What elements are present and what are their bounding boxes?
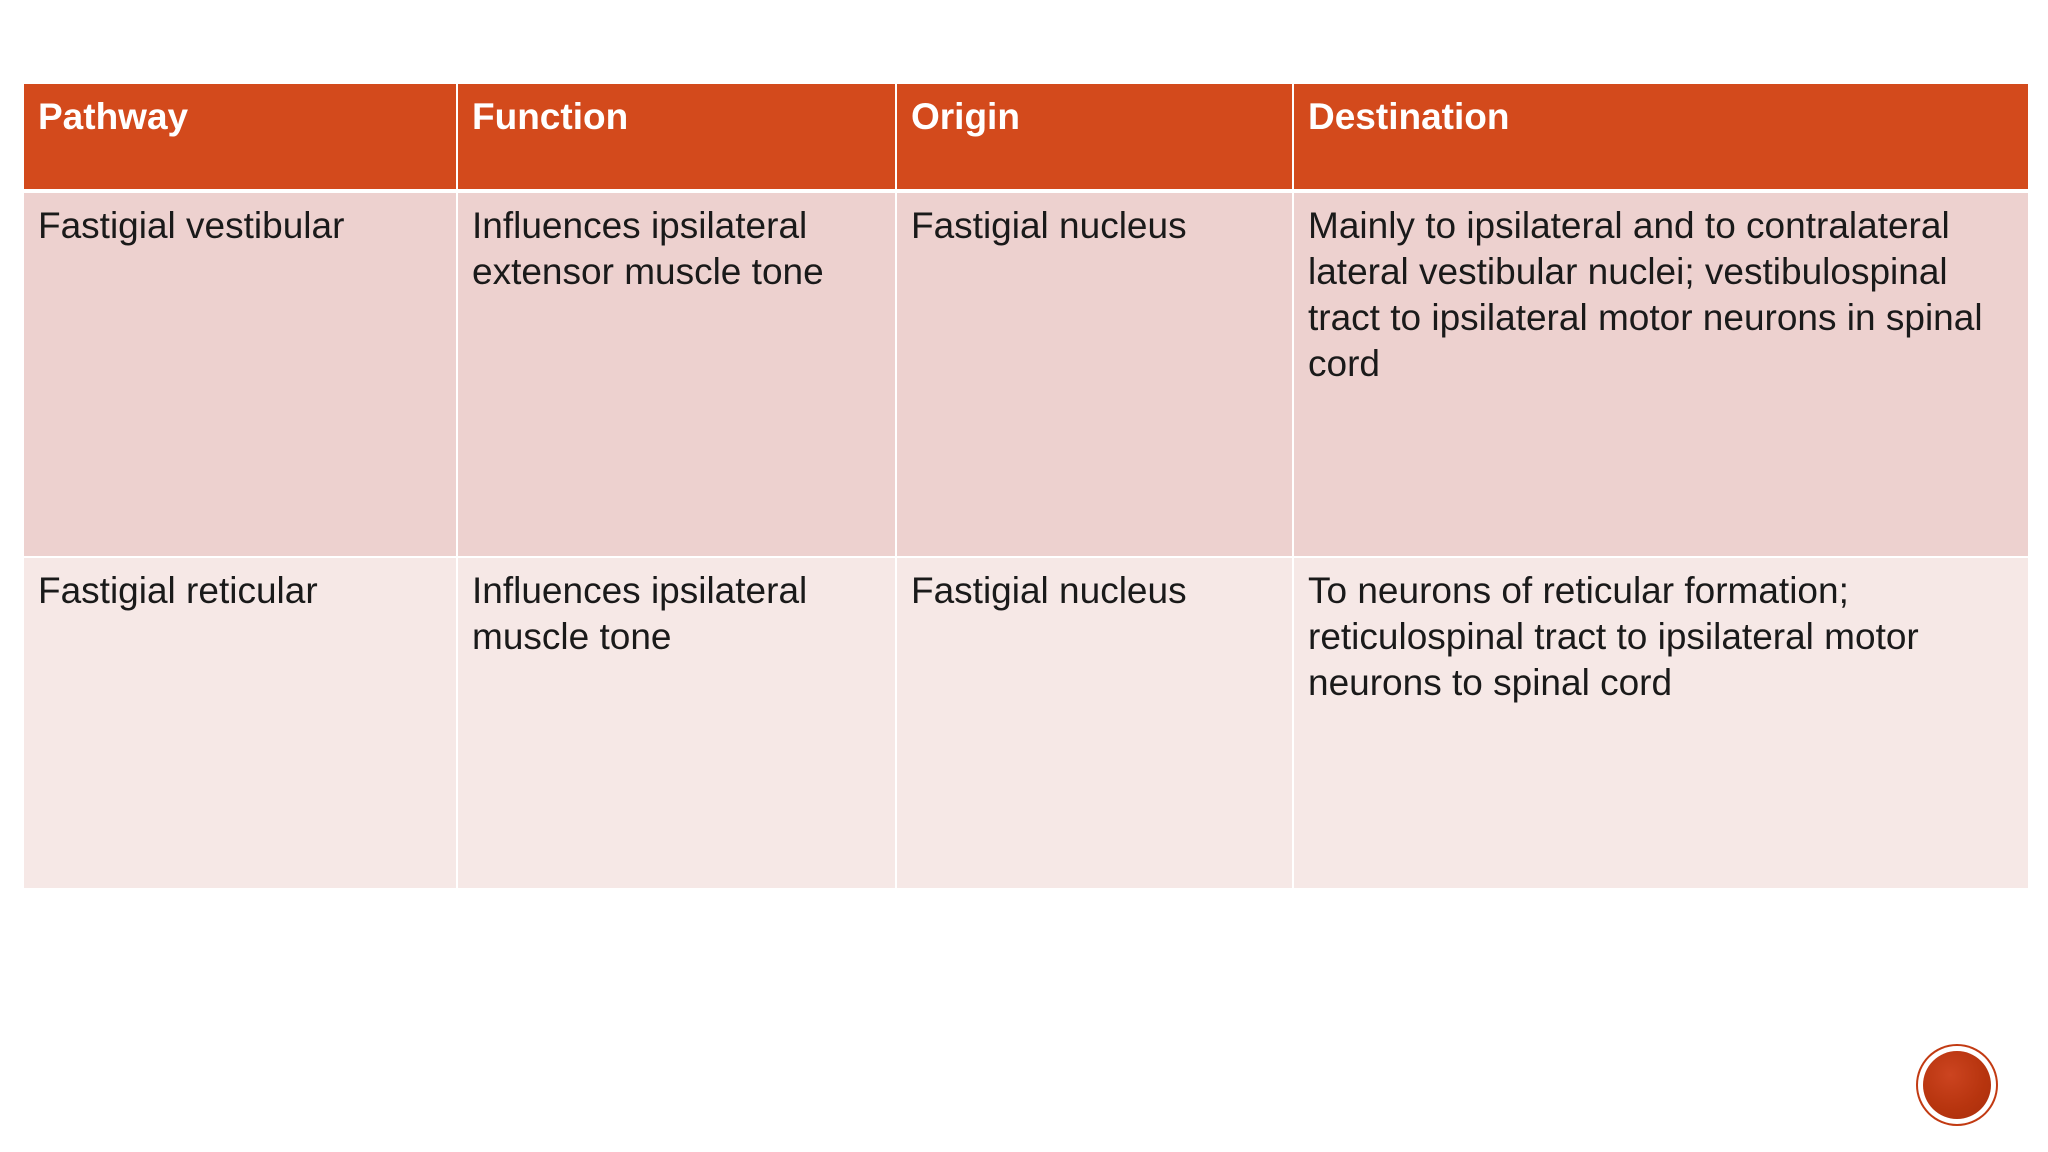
header-function: Function: [456, 82, 897, 193]
cell-function: Influences ipsilateral muscle tone: [456, 556, 897, 890]
header-pathway: Pathway: [22, 82, 458, 193]
cell-origin: Fastigial nucleus: [895, 190, 1294, 558]
badge-fill: [1923, 1051, 1991, 1119]
cerebellar-pathways-table: Pathway Function Origin Destination Fast…: [22, 82, 2030, 890]
cell-pathway: Fastigial reticular: [22, 556, 458, 890]
cell-origin: Fastigial nucleus: [895, 556, 1294, 890]
header-destination: Destination: [1292, 82, 2030, 193]
cell-pathway: Fastigial vestibular: [22, 190, 458, 558]
table-row: Fastigial vestibular Influences ipsilate…: [22, 190, 2030, 558]
cell-destination: To neurons of reticular formation; retic…: [1292, 556, 2030, 890]
cell-destination: Mainly to ipsilateral and to contralater…: [1292, 190, 2030, 558]
table-header-row: Pathway Function Origin Destination: [22, 82, 2030, 193]
slide-decoration-circle-icon: [1918, 1046, 1996, 1124]
cell-function: Influences ipsilateral extensor muscle t…: [456, 190, 897, 558]
header-origin: Origin: [895, 82, 1294, 193]
table-row: Fastigial reticular Influences ipsilater…: [22, 556, 2030, 890]
